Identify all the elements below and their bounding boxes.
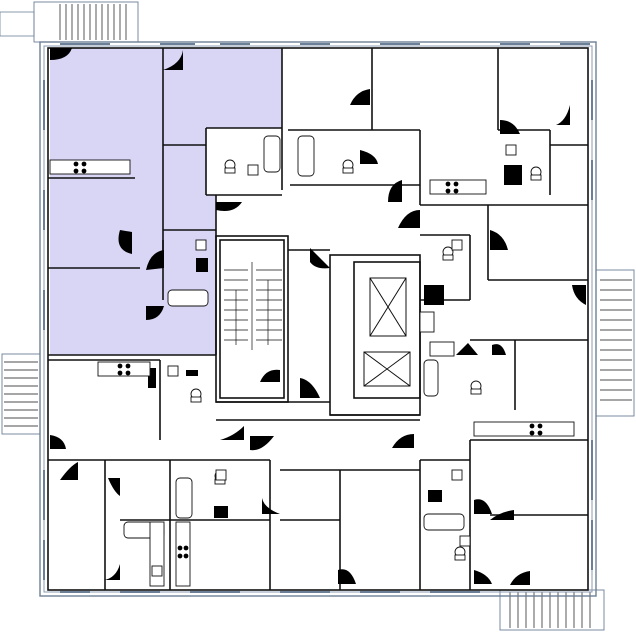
- highlighted-apartment[interactable]: [50, 48, 282, 355]
- door-swing-icon: [50, 48, 586, 585]
- window-marks: [43, 43, 593, 593]
- shower-icon: [148, 165, 522, 518]
- stove-icon: [49, 159, 575, 587]
- balcony-left: [1, 353, 41, 435]
- elevator-icon: [363, 277, 411, 387]
- sink-icon: [151, 144, 517, 577]
- balcony-right: [595, 269, 635, 417]
- balcony-top-left: [0, 1, 139, 43]
- staircase-icon: [224, 262, 282, 350]
